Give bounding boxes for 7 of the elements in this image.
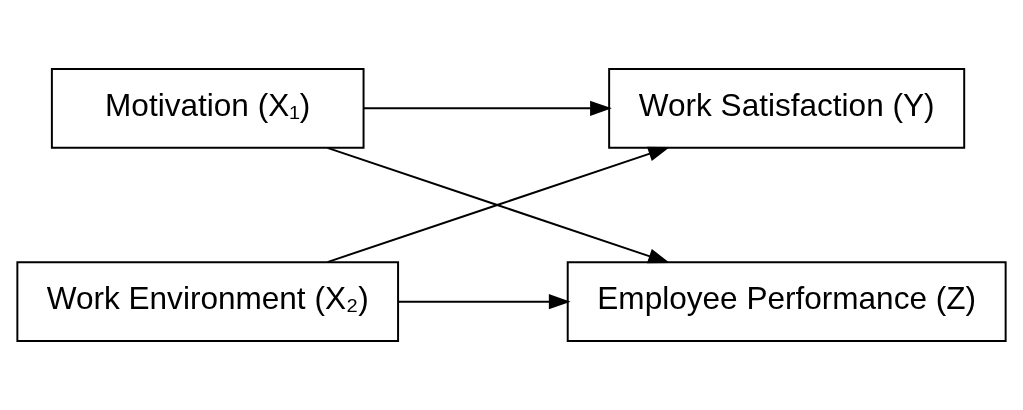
arrow — [397, 294, 571, 310]
node-box: Motivation (X₁) — [50, 67, 365, 149]
arrow — [362, 100, 612, 116]
arrow — [326, 146, 670, 264]
node-box: Work Environment (X₂) — [16, 261, 400, 343]
node-box: Work Satisfaction (Y) — [608, 67, 966, 149]
node-box: Employee Performance (Z) — [566, 261, 1007, 343]
